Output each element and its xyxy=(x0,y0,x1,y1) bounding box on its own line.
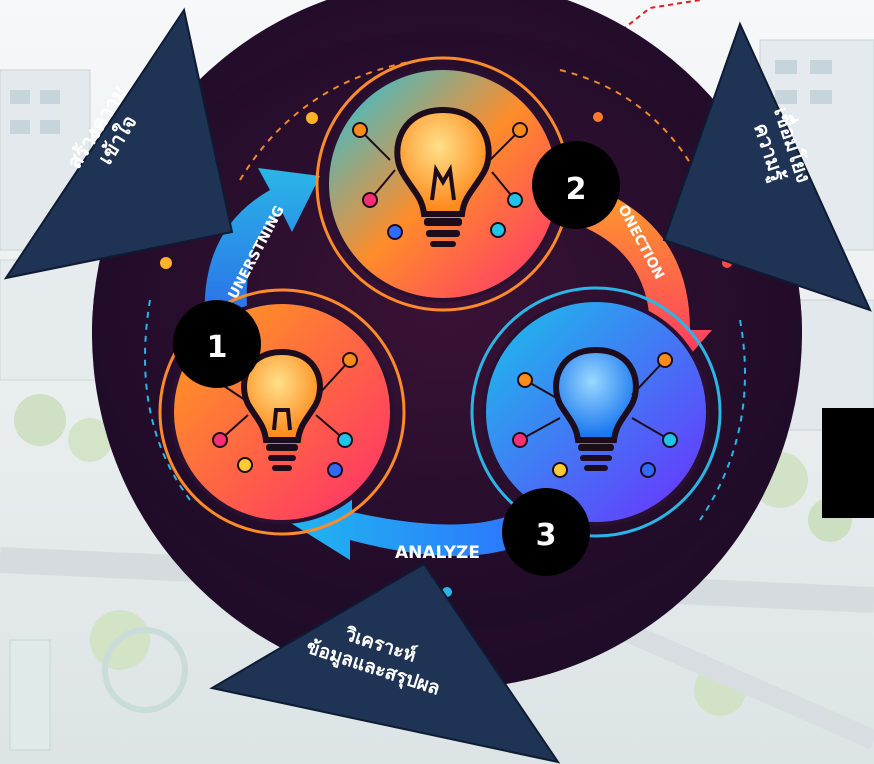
step-2-badge xyxy=(532,141,620,229)
step-3-number: 3 xyxy=(535,518,557,553)
right-triangle xyxy=(662,21,872,312)
lightbulb-icon xyxy=(394,106,492,247)
step-1-number: 1 xyxy=(206,330,228,365)
step-1-badge xyxy=(173,300,261,388)
analyze-arrow-label: ANALYZE xyxy=(395,543,480,563)
step-3-badge xyxy=(502,488,590,576)
understand-arrow xyxy=(204,168,320,320)
step-2-number: 2 xyxy=(565,172,587,207)
lightbulb-icon xyxy=(553,346,639,471)
analyze-arrow xyxy=(286,494,560,560)
black-panel xyxy=(822,408,874,518)
connection-arrow xyxy=(586,190,712,380)
lightbulb-icon xyxy=(241,348,323,471)
bottom-triangle xyxy=(209,562,561,764)
left-triangle xyxy=(3,7,234,280)
